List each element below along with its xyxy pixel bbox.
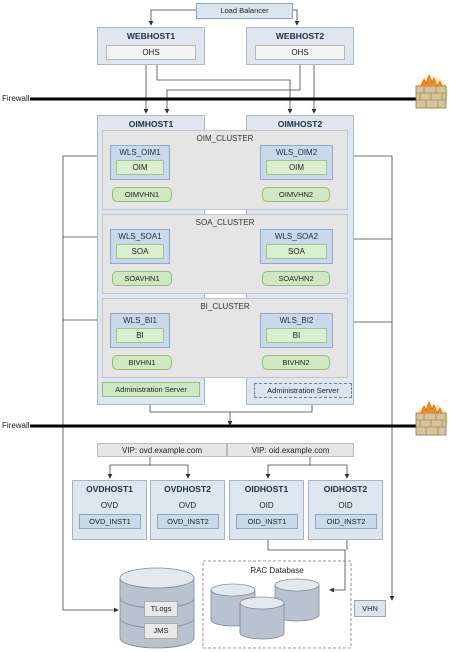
- vhn-pill: BIVHN1: [112, 355, 172, 370]
- cluster-title: BI_CLUSTER: [200, 302, 250, 311]
- database-icon: [210, 578, 320, 640]
- oidhost-2: OIDHOST2 OID OID_INST2: [308, 480, 383, 540]
- cluster-title: SOA_CLUSTER: [195, 218, 255, 227]
- wls-server: WLS_OIM2 OIM: [260, 145, 333, 180]
- host-title: OIDHOST1: [244, 484, 289, 494]
- rac-database-label: RAC Database: [250, 566, 304, 575]
- vhn-pill: OIMVHN1: [112, 187, 172, 202]
- firewall-label: Firewall: [2, 94, 30, 103]
- wls-server: WLS_BI2 BI: [260, 313, 333, 348]
- wls-server: WLS_OIM1 OIM: [110, 145, 170, 180]
- webhost-2: WEBHOST2 OHS: [246, 27, 354, 65]
- server-name: WLS_BI1: [123, 316, 157, 325]
- ohs-box: OHS: [255, 45, 345, 60]
- admin-server-passive: Administration Server: [254, 383, 352, 398]
- instance-box: OID_INST1: [236, 514, 298, 529]
- component-label: OVD: [178, 501, 197, 510]
- vhn-box: VHN: [354, 600, 386, 617]
- jms-box: JMS: [144, 623, 178, 639]
- server-name: WLS_OIM2: [275, 148, 318, 157]
- host-title: WEBHOST2: [275, 31, 325, 41]
- tlogs-box: TLogs: [144, 601, 178, 617]
- app-box: OIM: [266, 160, 327, 175]
- server-name: WLS_OIM1: [119, 148, 161, 157]
- host-title: OIDHOST2: [323, 484, 368, 494]
- firewall-icon: [415, 74, 448, 109]
- server-name: WLS_BI2: [279, 316, 314, 325]
- component-label: OID: [338, 501, 353, 510]
- vhn-pill: OIMVHN2: [262, 187, 330, 202]
- server-name: WLS_SOA2: [274, 232, 319, 241]
- component-label: OVD: [100, 501, 119, 510]
- admin-server-active: Administration Server: [102, 382, 200, 397]
- vhn-pill: SOAVHN2: [262, 271, 330, 286]
- vip-ovd: VIP: ovd.example.com: [97, 443, 227, 457]
- app-box: BI: [266, 328, 327, 343]
- host-title: OIMHOST1: [128, 119, 174, 129]
- app-box: SOA: [116, 244, 164, 259]
- instance-box: OVD_INST2: [157, 514, 219, 529]
- component-label: OID: [259, 501, 274, 510]
- instance-box: OVD_INST1: [79, 514, 141, 529]
- firewall-label: Firewall: [2, 421, 30, 430]
- host-title: OVDHOST2: [164, 484, 211, 494]
- host-title: WEBHOST1: [126, 31, 176, 41]
- ovdhost-1: OVDHOST1 OVD OVD_INST1: [72, 480, 147, 540]
- firewall-icon: [415, 401, 448, 436]
- ovdhost-2: OVDHOST2 OVD OVD_INST2: [150, 480, 225, 540]
- app-box: OIM: [116, 160, 164, 175]
- app-box: SOA: [266, 244, 327, 259]
- cluster-title: OIM_CLUSTER: [196, 134, 254, 143]
- app-box: BI: [116, 328, 164, 343]
- host-title: OVDHOST1: [86, 484, 133, 494]
- wls-server: WLS_BI1 BI: [110, 313, 170, 348]
- load-balancer: Load Balancer: [196, 3, 293, 19]
- vhn-pill: SOAVHN1: [112, 271, 172, 286]
- instance-box: OID_INST2: [315, 514, 377, 529]
- webhost-1: WEBHOST1 OHS: [97, 27, 205, 65]
- vip-oid: VIP: oid.example.com: [227, 443, 354, 457]
- server-name: WLS_SOA1: [118, 232, 162, 241]
- oidhost-1: OIDHOST1 OID OID_INST1: [229, 480, 304, 540]
- wls-server: WLS_SOA1 SOA: [110, 229, 170, 264]
- vhn-pill: BIVHN2: [262, 355, 330, 370]
- host-title: OIMHOST2: [277, 119, 323, 129]
- ohs-box: OHS: [106, 45, 196, 60]
- wls-server: WLS_SOA2 SOA: [260, 229, 333, 264]
